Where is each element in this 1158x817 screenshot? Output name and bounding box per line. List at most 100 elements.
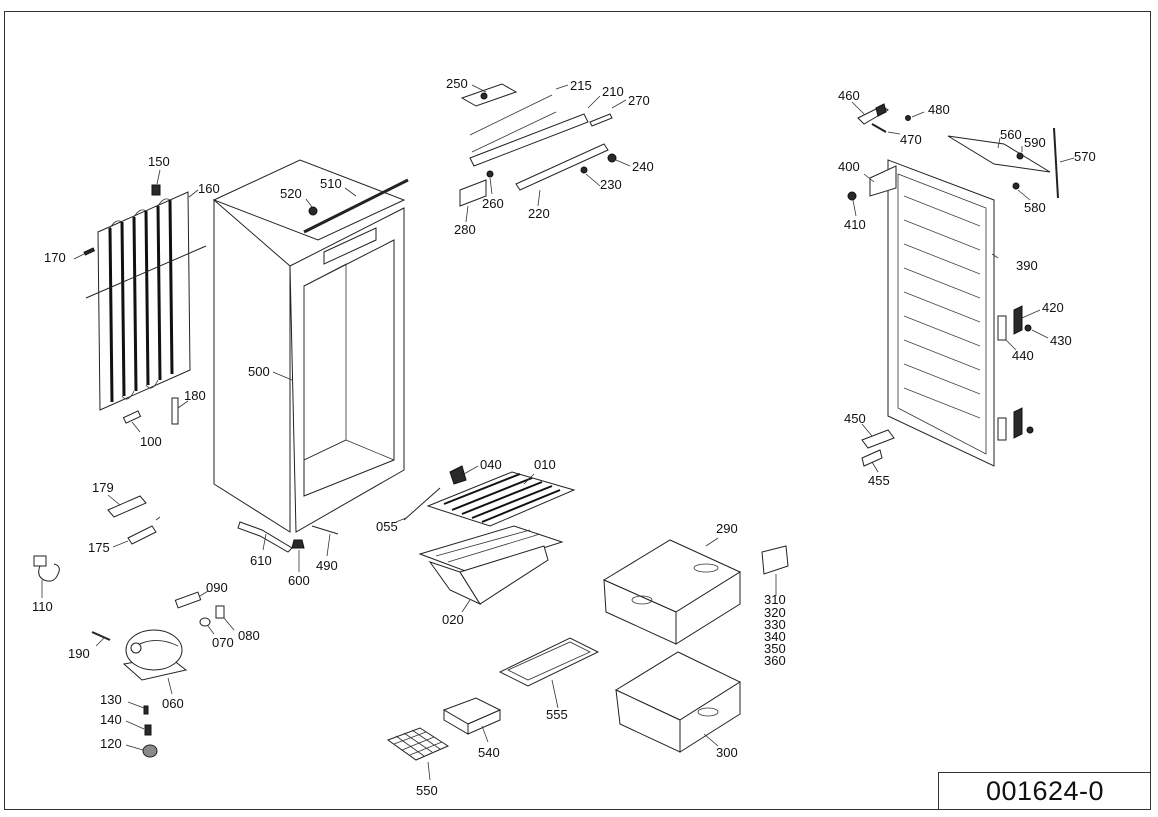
part-label-070: 070 [212,635,234,650]
part-label-179: 179 [92,480,114,495]
leader-line [156,169,161,185]
connector-080 [215,605,225,619]
part-label-560: 560 [1000,127,1022,142]
screw-410 [847,191,857,201]
part-label-110: 110 [32,599,53,614]
part-label-020: 020 [442,612,464,627]
knob-240 [607,153,617,163]
leader-line [537,189,541,207]
leader-line [125,744,144,751]
part-label-340: 340 [764,629,786,644]
leader-line [863,173,875,183]
leader-line [1021,309,1041,319]
leader-line [555,84,569,90]
part-label-470: 470 [900,132,922,147]
bracket-420 [1013,305,1023,335]
leader-line [911,111,925,118]
rod-490 [311,525,339,535]
leader-line [705,537,719,547]
screw-lower [1026,426,1034,434]
leader-line [131,421,141,433]
part-label-550: 550 [416,783,438,798]
panel-220 [515,143,609,191]
part-label-600: 600 [288,573,310,588]
part-label-555: 555 [546,707,568,722]
part-label-520: 520 [280,186,302,201]
leader-line [326,533,331,557]
leader-line [887,131,901,135]
part-label-010: 010 [534,457,556,472]
thermostat-040 [449,465,467,485]
part-label-140: 140 [100,712,122,727]
leader-line [991,253,999,259]
leader-line [1031,329,1049,339]
part-label-360: 360 [764,653,786,668]
part-label-120: 120 [100,736,122,751]
ice-grid-550 [386,727,450,761]
hinge-plate-560 [947,135,1051,173]
ring-070 [199,617,211,627]
leader-line [127,701,145,709]
bracket-lower [1013,407,1023,439]
part-label-610: 610 [250,553,272,568]
bracket-610 [237,521,293,553]
leader-line [305,198,313,208]
part-label-310: 310 [764,592,786,607]
tube-090 [174,591,202,609]
part-label-100: 100 [140,434,162,449]
part-label-455: 455 [868,473,890,488]
clip-170 [83,247,96,256]
hinge-450 [861,429,895,449]
document-number-box: 001624-0 [938,772,1151,810]
part-label-055: 055 [376,519,398,534]
part-label-590: 590 [1024,135,1046,150]
screw-230 [580,166,588,174]
leader-line [207,625,215,635]
part-label-040: 040 [480,457,502,472]
leader-line [615,159,631,167]
screw-480 [905,115,911,121]
leader-line [199,590,209,597]
part-label-270: 270 [628,93,650,108]
control-panel-210 [460,83,613,167]
tube-190 [91,631,111,641]
pin [155,516,161,521]
clip-179 [107,495,147,518]
leader-line [471,84,487,93]
screw-590 [1016,152,1024,160]
part-label-240: 240 [632,159,654,174]
screw-260 [486,170,494,178]
tray-555 [498,637,600,687]
leader-line [871,461,879,473]
ice-tray-540 [442,697,502,735]
leader-line [262,533,267,551]
bracket-280 [459,179,487,207]
part-label-230: 230 [600,177,622,192]
part-label-480: 480 [928,102,950,117]
part-label-420: 420 [1042,300,1064,315]
part-label-280: 280 [454,222,476,237]
hinge-455 [861,449,883,467]
leader-line [703,733,719,747]
part-label-060: 060 [162,696,184,711]
foot-120 [142,744,158,758]
part-label-group: 150 160 170 180 100 179 175 110 190 130 … [32,76,1096,798]
handle-440 [997,315,1007,341]
shelf-020 [418,525,564,606]
leader-line [523,473,535,485]
leader-line [585,173,601,187]
leader-line [489,177,493,195]
compressor-060 [122,629,188,681]
part-label-250: 250 [446,76,468,91]
leader-line [587,95,601,109]
part-label-180: 180 [184,388,206,403]
leader-line [427,761,431,781]
part-label-440: 440 [1012,348,1034,363]
rod-570 [1053,127,1059,199]
leader-line [611,99,627,109]
part-label-190: 190 [68,646,90,661]
leader-line [107,494,121,506]
part-label-175: 175 [88,540,110,555]
leader-line [861,423,873,437]
